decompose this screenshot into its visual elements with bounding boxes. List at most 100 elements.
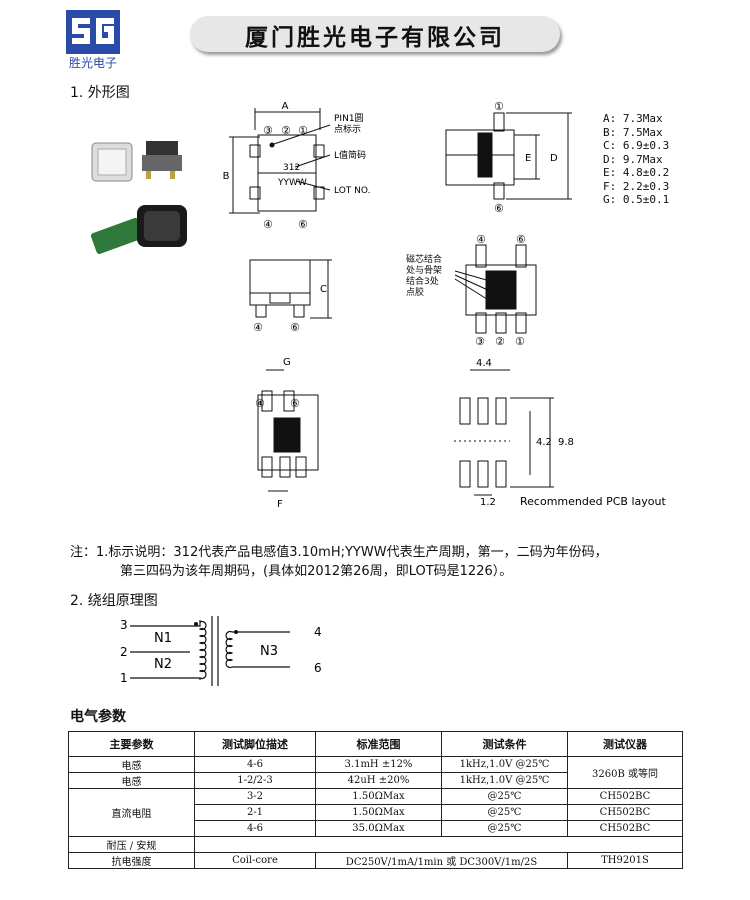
pin-label: ⑥ [516,233,526,246]
table-row: 耐压 / 安规 [68,836,683,853]
table-cell: 1.50ΩMax [315,788,442,805]
pin-label: 4 [314,625,322,639]
table-cell: 1kHz,1.0V @25℃ [441,772,568,789]
dimension-item: E: 4.8±0.2 [603,166,670,179]
pin-label: ④ [253,321,263,334]
pin-label: ④ [255,397,265,410]
dimension-item: D: 9.7Max [603,152,663,166]
table-cell: 电感 [68,756,195,773]
pin-label: ① [515,335,525,348]
n3-label: N3 [260,644,278,659]
dim-d-label: D [550,153,558,164]
pin-label: 2 [120,645,128,659]
lot-label: LOT NO. [334,186,370,196]
table-cell: 3260B 或等同 [567,756,683,789]
table-cell: CH502BC [567,820,683,837]
dim-c-label: C [320,284,327,295]
header-cell: 测试脚位描述 [194,731,316,757]
logo-text: 胜光电子 [68,56,117,70]
table-cell: @25℃ [441,788,568,805]
company-logo [66,10,120,54]
table-header-row: 主要参数 测试脚位描述 标准范围 测试条件 测试仪器 [68,731,683,757]
table-cell: 4-6 [194,820,316,837]
pin-label: ④ [476,233,486,246]
dim-b-label: B [223,171,230,182]
header-cell: 标准范围 [315,731,442,757]
table-cell: 耐压 / 安规 [68,836,195,853]
dim-f-label: F [277,499,283,510]
pcb-width: 4.4 [476,358,492,369]
pin-label: ⑥ [298,218,308,231]
n1-label: N1 [154,631,172,646]
table-cell: @25℃ [441,804,568,821]
pcb-pitch: 4.2 [536,437,552,448]
pin-label: ③ [475,335,485,348]
marking-code: 312 [283,163,300,173]
dim-e-label: E [525,153,531,164]
dimension-item: F: 2.2±0.3 [603,179,670,193]
table-row: 4-6 35.0ΩMax @25℃ CH502BC [69,820,683,837]
table-cell: @25℃ [441,820,568,837]
dim-a-label: A [282,101,289,112]
table-cell: 1.50ΩMax [315,804,442,821]
header-cell: 测试条件 [441,731,568,757]
pin-label: 3 [120,618,128,632]
table-row: 直流电阻 3-2 1.50ΩMax @25℃ CH502BC [68,788,683,837]
table-cell: 3-2 [194,788,316,805]
pin-label: ① [298,124,308,137]
table-cell [194,836,683,853]
table-cell: 2-1 [194,804,316,821]
section-winding-title: 2. 绕组原理图 [70,593,158,609]
table-cell: 电感 [68,772,195,789]
table-cell: CH502BC [567,788,683,805]
n2-label: N2 [154,657,172,672]
company-title: 厦门胜光电子有限公司 [245,25,505,51]
marking-lot: YYWW [277,178,307,188]
pin-label: ② [281,124,291,137]
pcb-label: Recommended PCB layout [520,495,666,508]
table-cell: 4-6 [194,756,316,773]
product-photo [90,141,187,254]
table-cell: 42uH ±20% [315,772,442,789]
table-row: 电感 4-6 3.1mH ±12% 1kHz,1.0V @25℃ 3260B 或… [68,756,683,789]
table-cell: 35.0ΩMax [315,820,442,837]
table-cell: 3.1mH ±12% [315,756,442,773]
pin-label: 1 [120,671,128,685]
section-outline-title: 1. 外形图 [70,85,130,101]
dimension-item: C: 6.9±0.3 [603,139,670,152]
electrical-table: 主要参数 测试脚位描述 标准范围 测试条件 测试仪器 电感 4-6 3.1mH … [68,731,683,869]
table-row: 电感 1-2/2-3 42uH ±20% 1kHz,1.0V @25℃ [68,772,683,789]
header-cell: 测试仪器 [567,731,683,757]
pin-label: ① [494,100,504,113]
table-cell: Coil-core [194,852,316,869]
note-line-2: 第三四码为该年周期码，(具体如2012第26周，即LOT码是1226）。 [120,564,513,579]
table-cell: 抗电强度 [68,852,195,869]
pin-label: ④ [263,218,273,231]
dim-g-label: G [283,357,291,368]
header-cell: 主要参数 [68,731,195,757]
table-cell: TH9201S [567,852,683,869]
glue-note: 磁芯结合 处与骨架 结合3处 点胶 [406,255,443,298]
dimension-list: A: 7.3Max B: 7.5Max C: 6.9±0.3 D: 9.7Max… [603,112,669,207]
section-electrical-title: 电气参数 [70,709,126,725]
pin-label: ⑥ [290,397,300,410]
winding-schematic: 3 2 1 N1 N2 N3 4 6 [120,616,322,686]
dimension-item: G: 0.5±0.1 [603,193,670,206]
pin-label: ⑥ [494,202,504,215]
table-cell: DC250V/1mA/1min 或 DC300V/1m/2S [315,852,568,869]
pin1-label: PIN1圆点标示 [334,113,364,135]
pin-label: ⑥ [290,321,300,334]
table-cell: 1-2/2-3 [194,772,316,789]
pin-label: ② [495,335,505,348]
pcb-pad: 1.2 [480,497,496,508]
pin-label: 6 [314,661,322,675]
table-cell: 1kHz,1.0V @25℃ [441,756,568,773]
inductance-code-label: L值简码 [334,149,366,161]
pcb-height: 9.8 [558,437,574,448]
dimension-item: A: 7.3Max [603,112,663,125]
outline-drawing: A B 312 YYWW PIN1圆点标示 L值简码 LOT NO. ③ ② ①… [223,100,667,510]
table-row: 抗电强度 Coil-core DC250V/1mA/1min 或 DC300V/… [68,852,683,869]
dimension-item: B: 7.5Max [603,125,663,139]
note-line-1: 注：1.标示说明：312代表产品电感值3.10mH;YYWW代表生产周期，第一，… [70,545,608,560]
table-cell: 直流电阻 [68,788,195,837]
